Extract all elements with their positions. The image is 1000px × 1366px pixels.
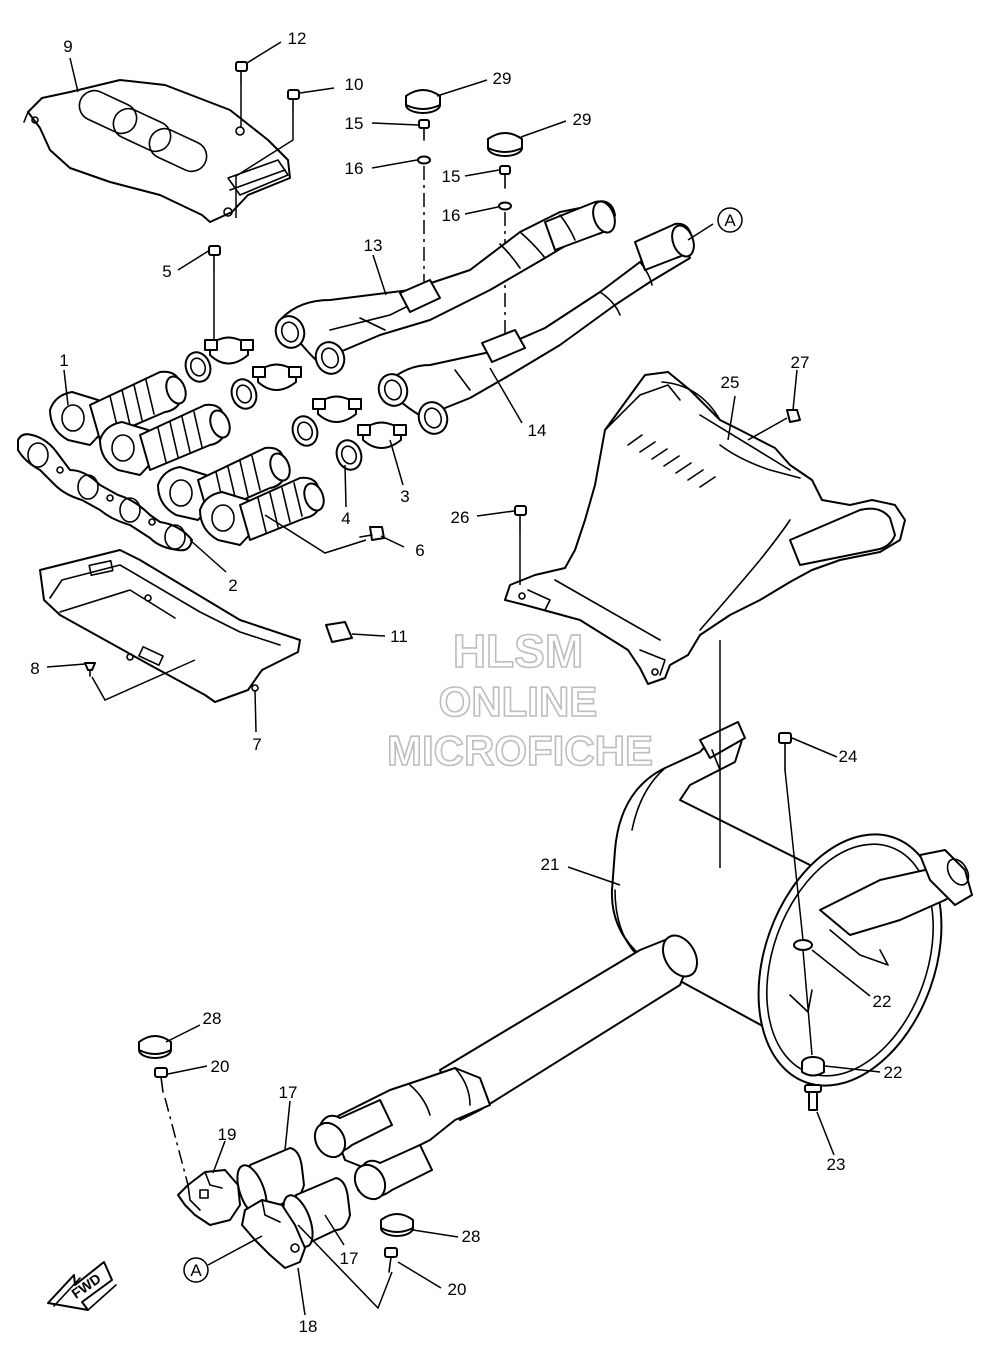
part-21-muffler xyxy=(610,640,973,1087)
callout-20a: 20 xyxy=(211,1057,230,1076)
callout-20b: 20 xyxy=(448,1280,467,1299)
callout-11: 11 xyxy=(390,627,408,646)
part-15-bolt-left xyxy=(418,119,430,141)
part-29-cap-left xyxy=(405,89,441,114)
callout-numbers: 9 12 10 29 29 15 16 15 16 13 5 1 14 3 4 … xyxy=(30,29,902,1336)
callout-3: 3 xyxy=(400,487,409,506)
callout-4: 4 xyxy=(341,509,350,528)
callout-1: 1 xyxy=(59,351,68,370)
part-20-bolt-upper xyxy=(154,1067,168,1093)
watermark: HLSM ONLINE MICROFICHE xyxy=(386,624,654,775)
callout-13: 13 xyxy=(364,236,383,255)
assembly-line-20-upper xyxy=(164,1097,189,1186)
watermark-line-2: ONLINE xyxy=(439,678,598,725)
part-19-bracket xyxy=(177,1169,241,1226)
part-3-clamps xyxy=(204,336,407,449)
callout-16a: 16 xyxy=(345,159,364,178)
joint-1 xyxy=(49,370,187,446)
part-25-muffler-cover xyxy=(504,371,906,685)
callout-21: 21 xyxy=(541,855,560,874)
reference-marker-a-top: A xyxy=(717,207,743,233)
watermark-line-3: MICROFICHE xyxy=(387,727,653,774)
part-6-bolt xyxy=(359,526,385,541)
joint-2 xyxy=(99,403,231,476)
part-20-bolt-lower xyxy=(384,1247,398,1273)
part-23-bolt xyxy=(804,1084,822,1111)
reference-a-bottom-label: A xyxy=(190,1261,202,1280)
callout-6: 6 xyxy=(415,541,424,560)
part-11-clip-nut xyxy=(325,621,353,643)
callout-5: 5 xyxy=(162,262,171,281)
clamp-2 xyxy=(252,363,302,391)
callout-23: 23 xyxy=(827,1155,846,1174)
callout-24: 24 xyxy=(839,747,858,766)
callout-9: 9 xyxy=(63,37,72,56)
part-10-bolt xyxy=(235,89,300,218)
part-1-exhaust-joints xyxy=(49,370,325,546)
part-5-bolt xyxy=(208,245,221,340)
part-15-bolt-right xyxy=(499,165,511,189)
callout-28a: 28 xyxy=(203,1009,222,1028)
reference-marker-a-bottom: A xyxy=(183,1257,209,1283)
callout-28b: 28 xyxy=(462,1227,481,1246)
callout-15b: 15 xyxy=(442,167,461,186)
fwd-direction-badge: FWD xyxy=(47,1261,117,1311)
part-17-sleeve-lower xyxy=(282,1177,351,1249)
callout-14: 14 xyxy=(528,421,547,440)
part-16-washer-left xyxy=(417,155,431,165)
part-29-cap-right xyxy=(487,132,523,157)
part-16-washer-right xyxy=(498,201,512,211)
part-28-cap-upper xyxy=(138,1035,172,1059)
watermark-line-1: HLSM xyxy=(453,625,583,677)
clamp-3 xyxy=(312,395,362,423)
callout-7: 7 xyxy=(252,735,261,754)
part-22-grommet-upper xyxy=(793,939,813,951)
part-26-bolt xyxy=(514,505,527,585)
callout-16b: 16 xyxy=(442,206,461,225)
callout-17a: 17 xyxy=(279,1083,298,1102)
part-9-upper-heat-shield xyxy=(23,79,291,223)
callout-26: 26 xyxy=(451,508,470,527)
leader-lines xyxy=(46,41,881,1316)
part-2-gasket xyxy=(17,433,193,552)
part-22-grommet-lower xyxy=(801,1056,825,1077)
reference-a-top-label: A xyxy=(724,211,736,230)
callout-12: 12 xyxy=(288,29,307,48)
callout-27: 27 xyxy=(791,353,810,372)
part-8-rivet xyxy=(84,662,96,677)
front-y-pipe xyxy=(313,934,699,1201)
callout-8: 8 xyxy=(30,659,39,678)
part-13-upper-exhaust-pipe xyxy=(274,200,616,375)
callout-15a: 15 xyxy=(345,114,364,133)
callout-18: 18 xyxy=(299,1317,318,1336)
callout-29b: 29 xyxy=(573,110,592,129)
callout-19: 19 xyxy=(218,1125,237,1144)
callout-22b: 22 xyxy=(884,1063,903,1082)
part-27-bolt xyxy=(747,409,801,441)
callout-22a: 22 xyxy=(873,992,892,1011)
part-24-bolt xyxy=(778,732,804,941)
part-18-bracket xyxy=(241,1199,306,1269)
joint-4 xyxy=(199,476,325,546)
callout-2: 2 xyxy=(228,576,237,595)
part-7-lower-heat-shield xyxy=(39,549,301,703)
callout-25: 25 xyxy=(721,373,740,392)
part-14-lower-exhaust-pipe xyxy=(377,222,695,435)
callout-10: 10 xyxy=(345,75,364,94)
assembly-line-22 xyxy=(802,949,813,1056)
part-4-seal-rings xyxy=(184,351,363,471)
part-28-cap-lower xyxy=(380,1213,414,1237)
clamp-1 xyxy=(204,336,254,365)
callout-17b: 17 xyxy=(340,1249,359,1268)
clamp-4 xyxy=(357,421,407,449)
part-12-bolt xyxy=(235,61,248,128)
callout-29a: 29 xyxy=(493,69,512,88)
